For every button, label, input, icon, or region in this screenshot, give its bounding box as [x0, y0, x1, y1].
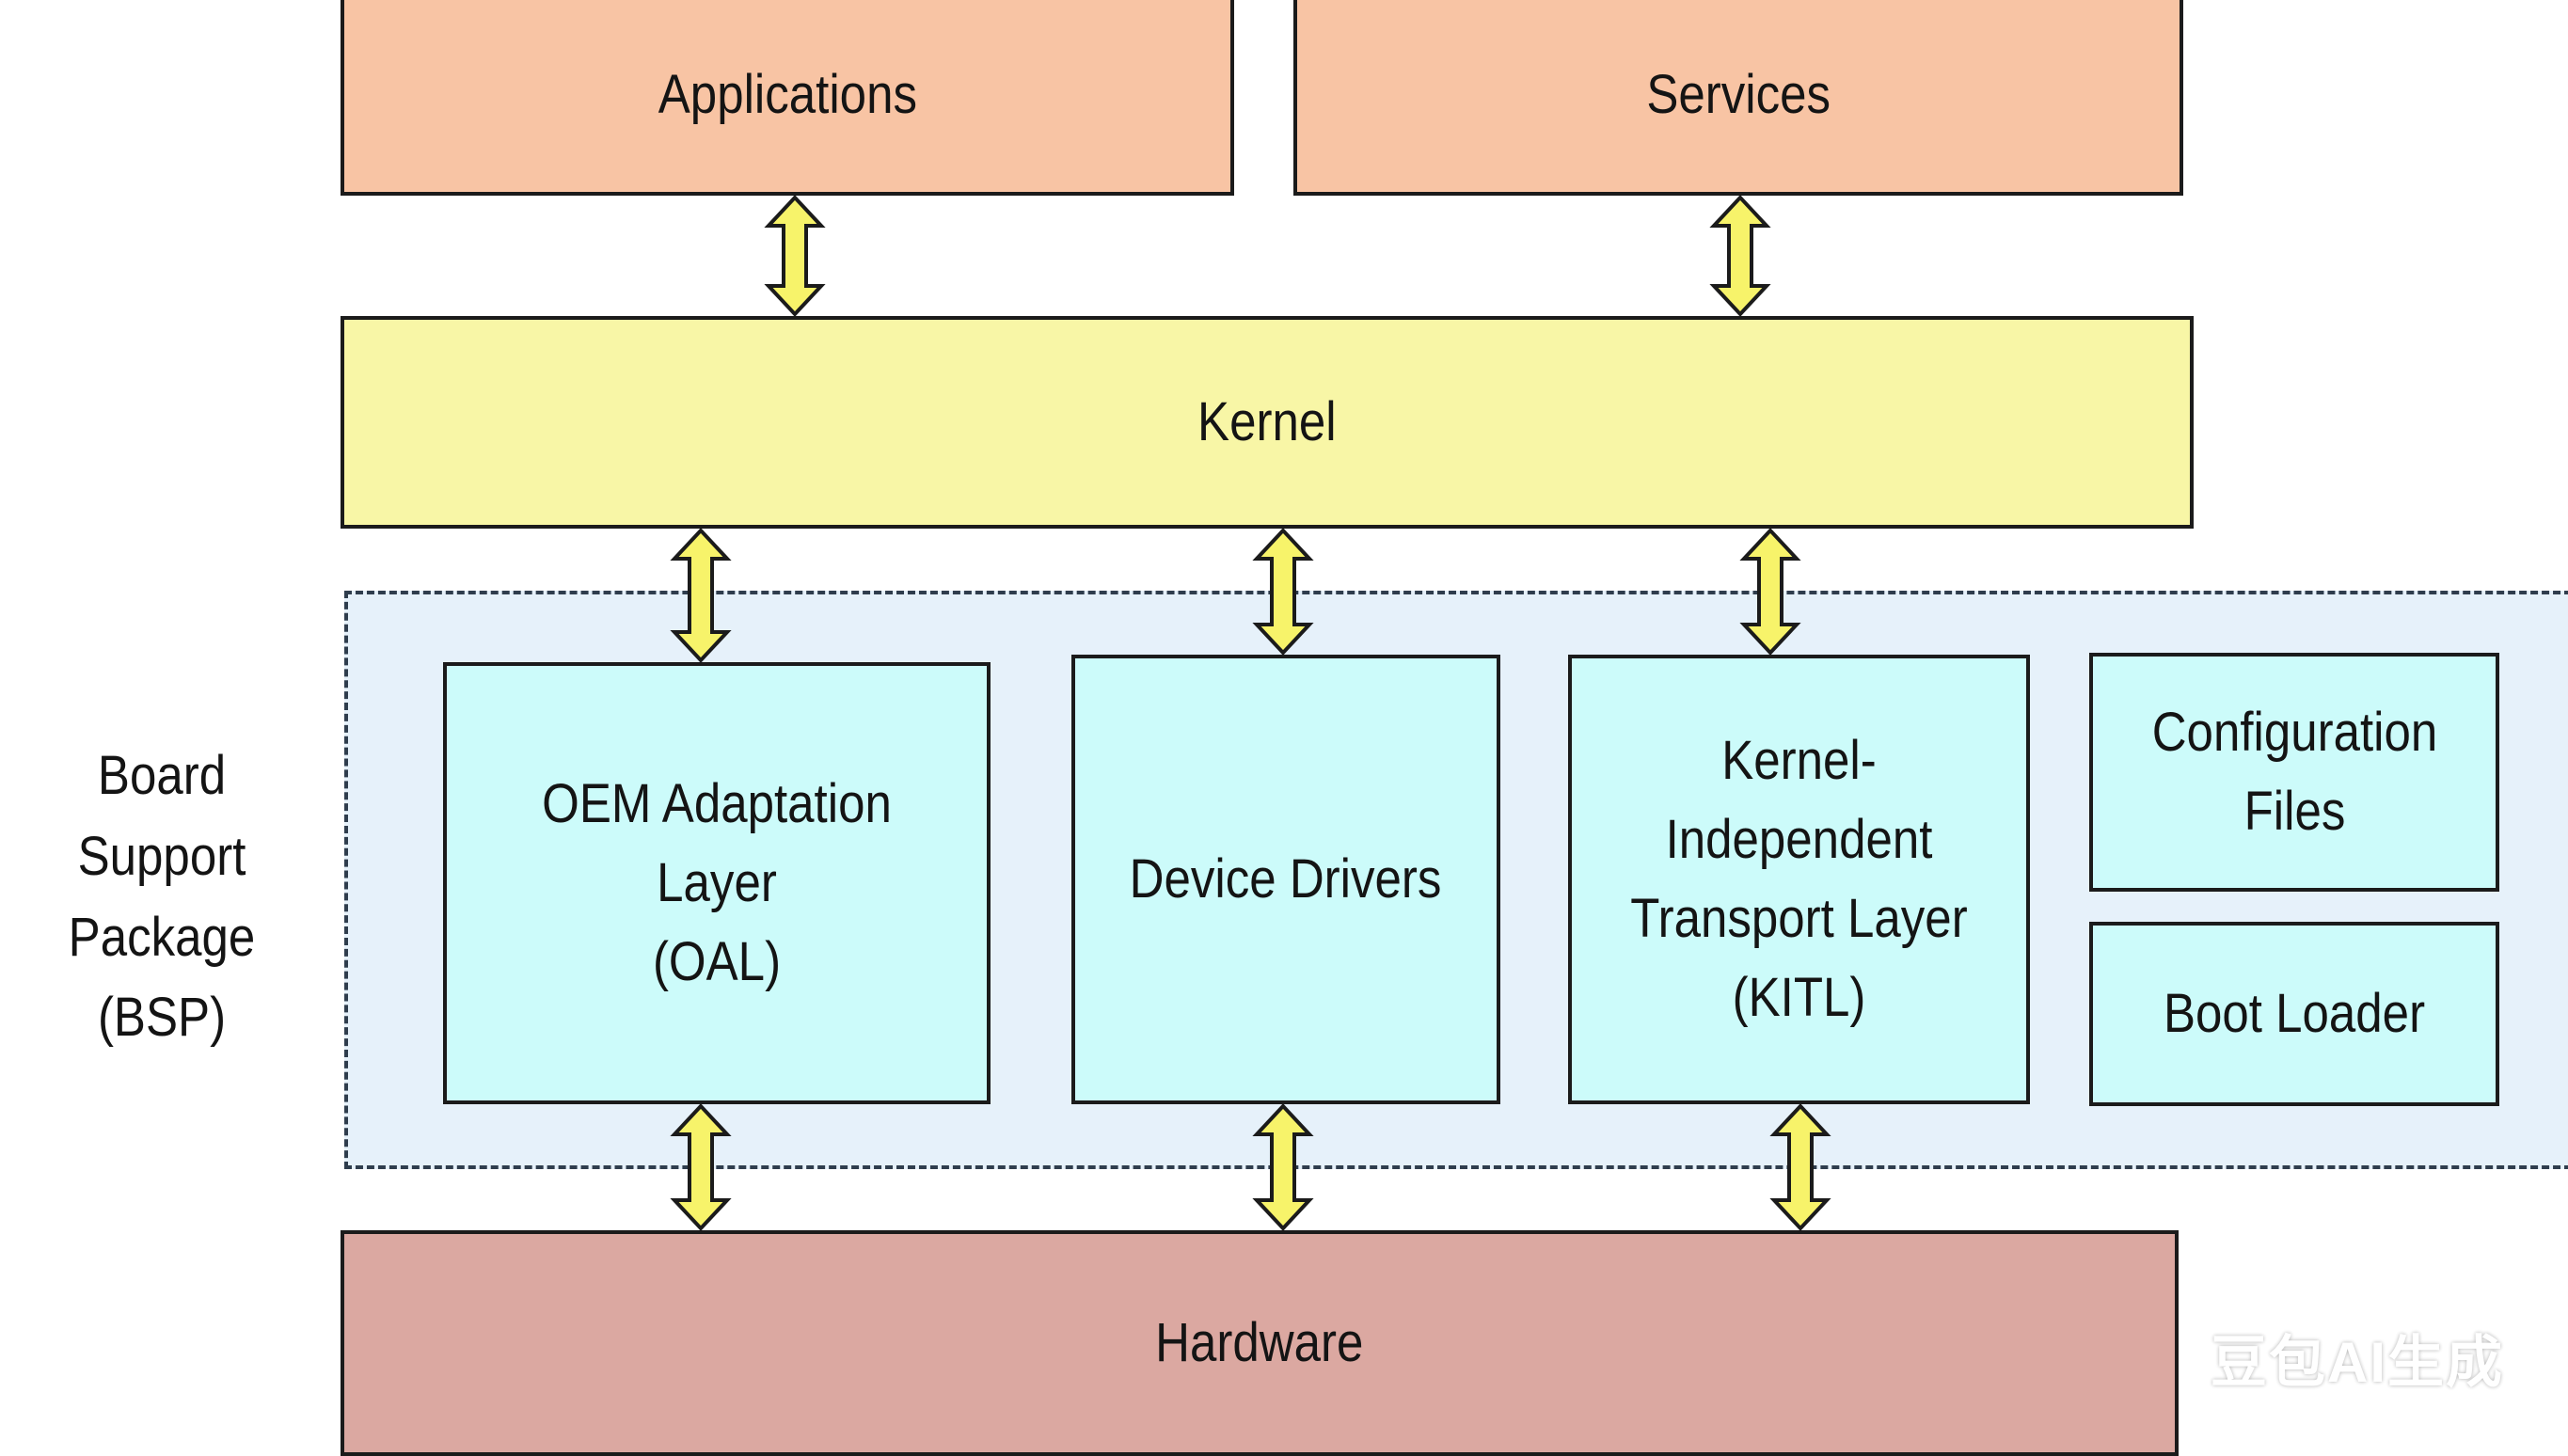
arrow-services-kernel [1709, 195, 1771, 317]
oal-box: OEM Adaptation Layer (OAL) [443, 662, 991, 1104]
services-box: Services [1293, 0, 2183, 196]
arrow-kernel-kitl [1739, 528, 1801, 656]
configuration-files-box: Configuration Files [2089, 653, 2499, 892]
applications-box: Applications [341, 0, 1234, 196]
boot-loader-label: Boot Loader [2163, 982, 2426, 1044]
kitl-box: Kernel-Independent Transport Layer (KITL… [1568, 655, 2030, 1104]
arrow-kernel-oal [670, 528, 732, 663]
oal-label: OEM Adaptation Layer (OAL) [542, 772, 892, 993]
arrow-oal-hardware [670, 1103, 732, 1231]
kernel-label: Kernel [1197, 390, 1337, 452]
watermark: 豆包AI生成 [2211, 1331, 2504, 1394]
configuration-files-label: Configuration Files [2151, 701, 2437, 842]
bsp-label: Board Support Package (BSP) [68, 745, 256, 1049]
applications-label: Applications [658, 63, 917, 125]
arrow-kitl-hardware [1769, 1103, 1831, 1231]
hardware-box: Hardware [341, 1230, 2179, 1456]
kernel-box: Kernel [341, 316, 2194, 529]
arrow-kernel-device-drivers [1252, 528, 1314, 656]
kitl-label: Kernel-Independent Transport Layer (KITL… [1630, 729, 1968, 1029]
services-label: Services [1646, 63, 1831, 125]
device-drivers-label: Device Drivers [1130, 847, 1442, 910]
arrow-device-drivers-hardware [1252, 1103, 1314, 1231]
device-drivers-box: Device Drivers [1071, 655, 1500, 1104]
hardware-label: Hardware [1155, 1311, 1364, 1373]
boot-loader-box: Boot Loader [2089, 922, 2499, 1106]
arrow-applications-kernel [764, 195, 826, 317]
